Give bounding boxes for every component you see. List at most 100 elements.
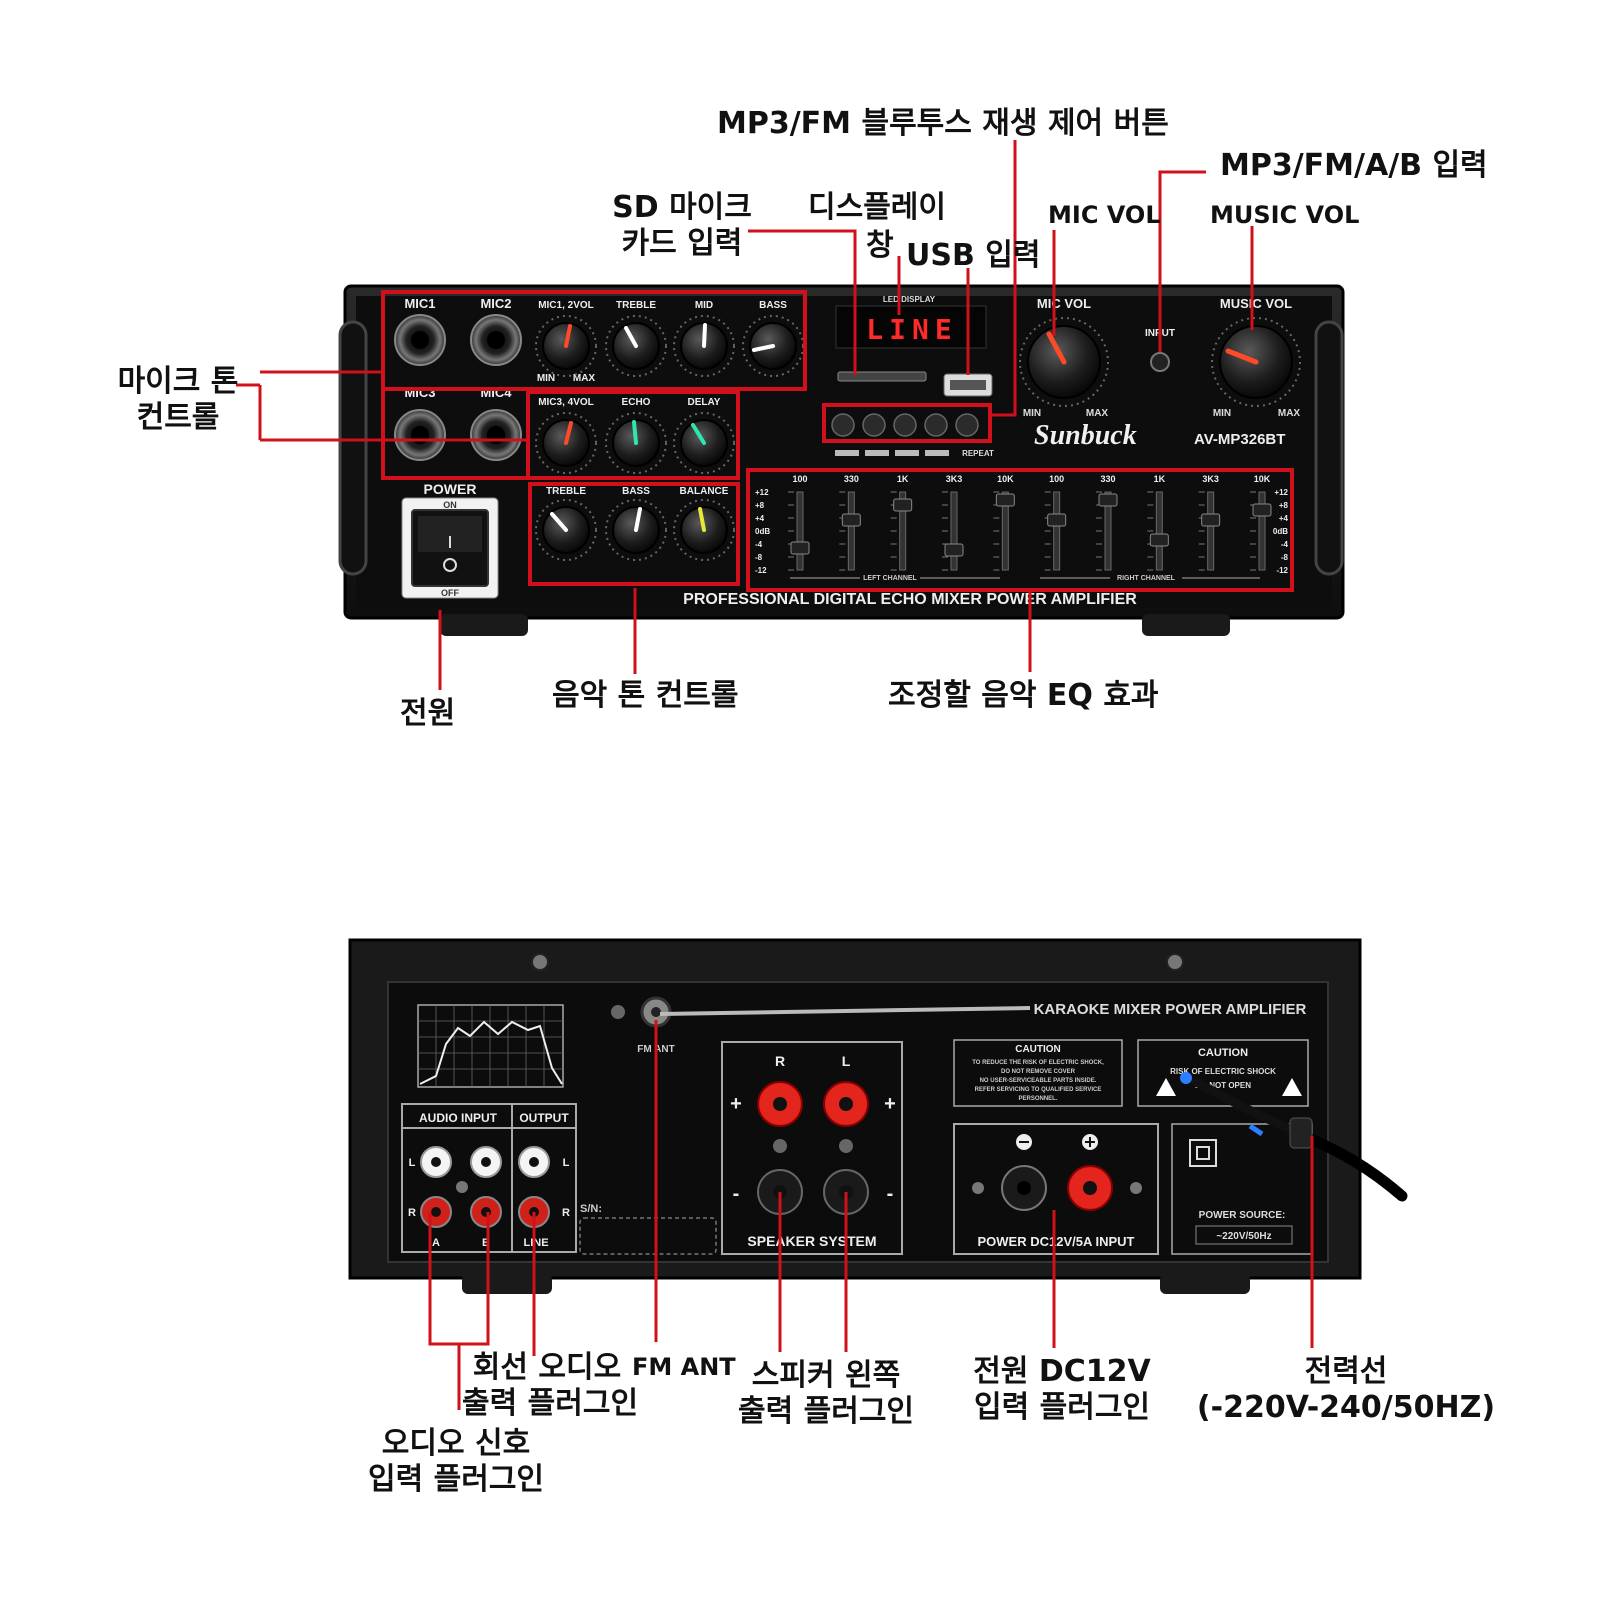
eq-scale-label: 0dB — [1273, 527, 1288, 536]
eq-slider-track — [1104, 491, 1112, 571]
dc-in-callout-line2: 입력 플러그인 — [973, 1390, 1151, 1425]
input-select-callout: MP3/FM/A/B 입력 — [1220, 148, 1488, 183]
left-handle — [338, 320, 368, 576]
line-out-callout-line1: 회선 오디오 — [472, 1350, 622, 1385]
power-cord-callout-line1: 전력선 — [1304, 1354, 1388, 1389]
eq-scale-label: -12 — [1276, 566, 1288, 575]
mic2-label: MIC2 — [480, 296, 511, 311]
mic-tone-callout: 마이크 톤 컨트롤 — [104, 364, 252, 436]
mic-vol-callout: MIC VOL — [1048, 201, 1161, 229]
eq-band-label: 10K — [997, 474, 1014, 484]
input-b-label: B — [482, 1237, 490, 1249]
eq-scale-label: +4 — [1279, 514, 1289, 523]
led-display-label: LED DISPLAY — [883, 295, 936, 304]
eq-slider-knob[interactable] — [893, 498, 913, 512]
eq-slider-knob[interactable] — [1047, 513, 1067, 527]
speaker-minus-left: - — [733, 1183, 740, 1205]
input-select-button[interactable] — [1150, 352, 1170, 372]
serial-box — [579, 1217, 717, 1255]
speaker-system-label: SPEAKER SYSTEM — [747, 1233, 876, 1249]
rear-foot-right — [1160, 1274, 1250, 1294]
caution-line-3: NO USER-SERVICEABLE PARTS INSIDE. — [980, 1078, 1097, 1084]
dc-input-label: POWER DC12V/5A INPUT — [978, 1234, 1135, 1249]
eq-scale-label: +4 — [755, 514, 765, 523]
eq-slider-track — [950, 491, 958, 571]
right-handle — [1314, 320, 1344, 576]
eq-slider-track — [847, 491, 855, 571]
music-tone-knobs: TREBLE BASS BALANCE — [535, 486, 735, 561]
eq-slider-knob[interactable] — [841, 513, 861, 527]
line-label: LINE — [523, 1237, 548, 1249]
mic-bass-label: BASS — [759, 300, 787, 311]
eq-band-label: 330 — [844, 474, 859, 484]
mic-tone-knobs: MIC1, 2VOL TREBLE MID BASS MIN MAX — [535, 300, 804, 384]
caution-plate-left: CAUTION TO REDUCE THE RISK OF ELECTRIC S… — [953, 1039, 1123, 1107]
shock-warning-icon-right — [1282, 1078, 1302, 1096]
eq-slider-knob[interactable] — [1098, 493, 1118, 507]
front-foot-left — [440, 614, 528, 636]
eq-slider-knob[interactable] — [1252, 503, 1272, 517]
speaker-r-label: R — [775, 1053, 785, 1069]
eq-scale-label: 0dB — [755, 527, 770, 536]
eq-slider-track — [1053, 491, 1061, 571]
speaker-plus-left: + — [730, 1093, 742, 1115]
mic12-min-label: MIN — [537, 373, 555, 384]
caution-right-title: CAUTION — [1198, 1047, 1248, 1059]
eq-slider-knob[interactable] — [790, 541, 810, 555]
eq-scale-label: -8 — [755, 553, 763, 562]
playback-buttons-highlight — [822, 403, 992, 443]
right-channel-label: RIGHT CHANNEL — [1117, 575, 1176, 582]
dc-input-block: POWER DC12V/5A INPUT — [953, 1123, 1159, 1255]
playback-button-5[interactable] — [955, 413, 979, 437]
eq-slider-knob[interactable] — [995, 493, 1015, 507]
frequency-response-graph — [417, 1004, 564, 1088]
music-tone-highlight — [528, 482, 740, 586]
eq-slider-knob[interactable] — [1201, 513, 1221, 527]
caution-left-title: CAUTION — [1015, 1044, 1061, 1055]
power-source-label: POWER SOURCE: — [1199, 1210, 1286, 1221]
fm-ant-callout: FM ANT — [632, 1353, 736, 1381]
mic-vol-max-label: MAX — [1086, 408, 1109, 419]
music-bass-label: BASS — [622, 486, 650, 497]
music-tone-callout: 음악 톤 컨트롤 — [552, 678, 739, 713]
front-annotations — [381, 290, 1294, 592]
eq-band-label: 3K3 — [1202, 474, 1219, 484]
brand-logo: Sunbuck — [1034, 420, 1137, 451]
mic-vol-min-label: MIN — [1023, 408, 1041, 419]
model-number: AV-MP326BT — [1194, 431, 1285, 448]
playback-button-2[interactable] — [862, 413, 886, 437]
eq-slider-knob[interactable] — [1149, 533, 1169, 547]
shock-line-1: RISK OF ELECTRIC SHOCK — [1170, 1067, 1276, 1076]
karaoke-label: KARAOKE MIXER POWER AMPLIFIER — [1034, 1001, 1307, 1018]
eq-band-label: 100 — [792, 474, 807, 484]
speaker-callout: 스피커 왼쪽 출력 플러그인 — [726, 1358, 926, 1430]
eq-band-label: 3K3 — [946, 474, 963, 484]
mic-mid-label: MID — [695, 300, 713, 311]
delay-label: DELAY — [688, 397, 721, 408]
sd-card-slot[interactable] — [837, 371, 927, 382]
speaker-callout-line1: 스피커 왼쪽 — [751, 1358, 901, 1393]
front-foot-right — [1142, 614, 1230, 636]
caution-line-1: TO REDUCE THE RISK OF ELECTRIC SHOCK, — [972, 1060, 1104, 1066]
mic12-vol-label: MIC1, 2VOL — [538, 300, 594, 311]
display-callout-line1: 디스플레이 — [808, 190, 946, 225]
eq-slider-knob[interactable] — [944, 543, 964, 557]
output-r-label: R — [562, 1207, 570, 1219]
output-l-label: L — [563, 1157, 570, 1169]
playback-button-3[interactable] — [893, 413, 917, 437]
eq-scale-label: -12 — [755, 566, 767, 575]
sd-card-callout: SD 마이크 카드 입력 — [606, 190, 758, 262]
serial-label: S/N: — [580, 1203, 602, 1215]
power-cord-callout: 전력선 (-220V-240/50HZ) — [1186, 1354, 1506, 1426]
audio-in-callout-line1: 오디오 신호 — [381, 1426, 531, 1461]
speaker-l-label: L — [842, 1053, 851, 1069]
input-a-label: A — [432, 1237, 440, 1249]
playback-button-1[interactable] — [831, 413, 855, 437]
eq-slider-track — [796, 491, 804, 571]
playback-button-4[interactable] — [924, 413, 948, 437]
eq-band-label: 1K — [1154, 474, 1166, 484]
power-cord-callout-line2: (-220V-240/50HZ) — [1196, 1390, 1496, 1425]
led-display — [835, 305, 987, 349]
